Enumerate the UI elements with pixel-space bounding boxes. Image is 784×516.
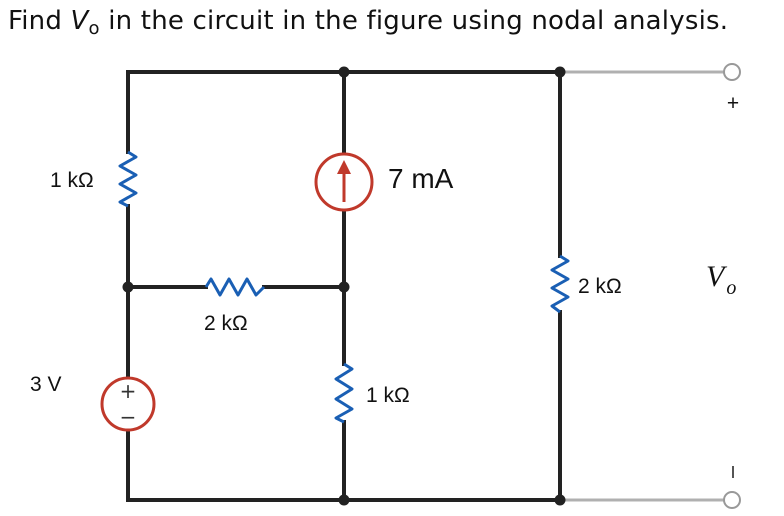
junction-top-right xyxy=(554,66,566,78)
terminal-bottom xyxy=(723,491,741,509)
junction-bottom-right xyxy=(554,494,566,506)
junction-center xyxy=(338,281,350,293)
label-current-source: 7 mA xyxy=(388,163,454,194)
resistor-right xyxy=(550,254,570,314)
question-suffix: in the circuit in the figure using nodal… xyxy=(99,6,729,36)
label-r-bottom-mid: 1 kΩ xyxy=(366,384,410,407)
junction-left-mid xyxy=(122,281,134,293)
junction-top-mid xyxy=(338,66,350,78)
resistor-bottom-mid xyxy=(334,362,354,424)
current-source xyxy=(314,152,374,212)
output-label-main: V xyxy=(706,260,728,293)
terminal-top xyxy=(723,63,741,81)
output-leads xyxy=(560,70,724,502)
voltage-source: + − xyxy=(100,376,156,432)
resistor-left-top xyxy=(118,150,138,208)
label-voltage-source: 3 V xyxy=(30,373,62,396)
output-label-sub: o xyxy=(726,277,736,299)
output-plus: + xyxy=(727,92,739,115)
junctions xyxy=(122,66,566,506)
resistor-middle xyxy=(204,277,266,297)
label-r-middle: 2 kΩ xyxy=(204,312,248,335)
current-source-arrowhead xyxy=(337,160,351,174)
question-var: V xyxy=(70,6,89,36)
question-prefix: Find xyxy=(8,6,71,36)
label-r-right: 2 kΩ xyxy=(578,275,622,298)
voltage-source-circle xyxy=(100,376,156,432)
resistors xyxy=(118,150,570,424)
question-var-sub: o xyxy=(88,18,100,39)
voltage-source-minus: − xyxy=(120,405,137,429)
junction-bottom-mid xyxy=(338,494,350,506)
question-text: Find Vo in the circuit in the figure usi… xyxy=(8,6,728,39)
label-r-left-top: 1 kΩ xyxy=(50,169,94,192)
voltage-source-plus: + xyxy=(120,379,137,403)
